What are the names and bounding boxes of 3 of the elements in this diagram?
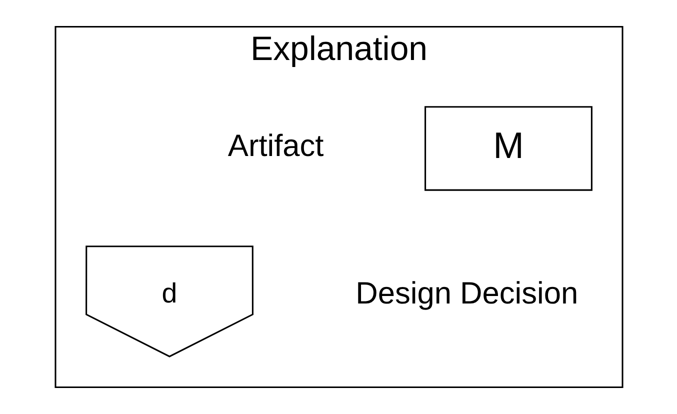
node-box: M	[424, 106, 592, 191]
node-label: Artifact	[227, 128, 324, 164]
node-label: Design Decision	[355, 275, 578, 310]
